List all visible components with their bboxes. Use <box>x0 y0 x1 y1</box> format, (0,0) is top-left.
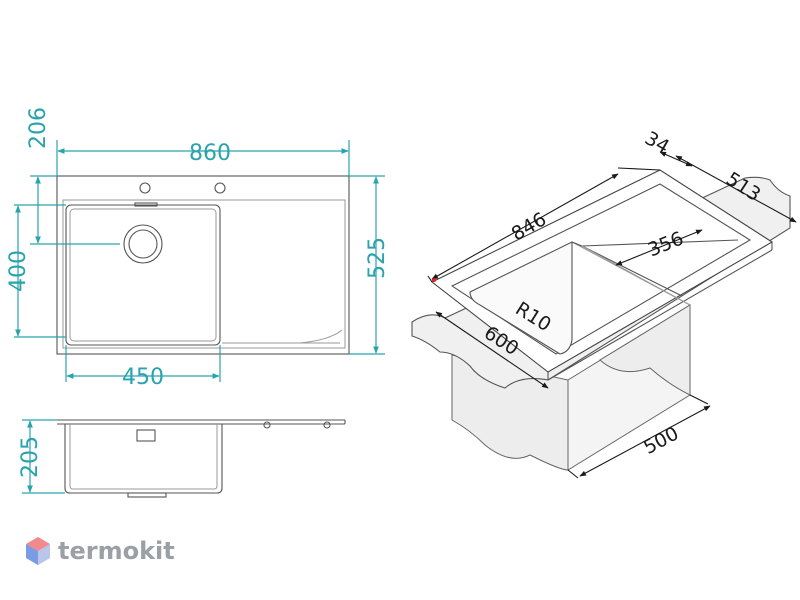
dim-line-846 <box>431 173 619 280</box>
hexagon-logo-icon <box>26 537 50 565</box>
dim-cabinet: 500 <box>640 422 682 458</box>
sink-rim <box>62 199 346 349</box>
dim-overall-depth: 525 <box>365 237 390 279</box>
iso-view: 846 34 513 356 R10 600 500 <box>411 127 797 479</box>
drain-outlet <box>127 492 167 498</box>
dim-bowl-width: 450 <box>122 365 164 390</box>
drain-inner-icon <box>128 229 158 259</box>
bowl-profile <box>64 424 223 494</box>
sink-outline <box>56 175 350 355</box>
dim-line-513 <box>675 155 797 223</box>
drain-icon <box>123 224 163 264</box>
dim-line-500 <box>579 405 711 477</box>
dim-overall-width: 860 <box>189 141 231 166</box>
tap-hole-icon <box>323 421 331 429</box>
dim-line-356 <box>615 229 703 266</box>
brand-logo: termokit <box>26 537 175 565</box>
tap-hole-icon <box>139 182 151 194</box>
dim-frame: 34 <box>641 127 673 158</box>
dim-height: 205 <box>18 436 43 478</box>
overflow-slot <box>134 202 158 207</box>
side-view: 205 <box>18 419 346 498</box>
dim-line-34 <box>659 151 693 167</box>
drainer-curve <box>299 329 343 344</box>
marker-dot <box>432 278 436 282</box>
dim-bowl-depth: 400 <box>6 250 31 292</box>
top-view: 860 525 400 206 450 <box>6 107 390 390</box>
brand-name: termokit <box>58 537 175 565</box>
bowl-inner <box>69 208 217 342</box>
tap-hole-icon <box>263 421 271 429</box>
dim-offset: 206 <box>26 107 51 149</box>
tap-hole-icon <box>214 182 226 194</box>
bowl-outline <box>65 204 221 346</box>
dim-line-600 <box>435 311 549 389</box>
cabinet-inner-cutaway <box>599 304 691 396</box>
overflow-icon <box>136 429 156 442</box>
